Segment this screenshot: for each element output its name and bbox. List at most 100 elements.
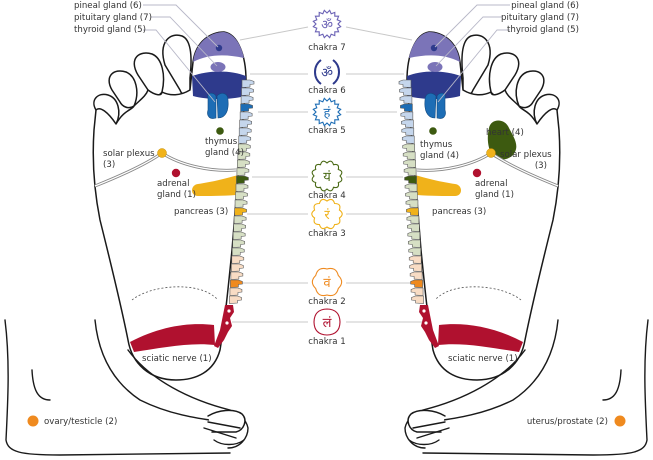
left-toes-side [207,409,246,433]
left-thyroid-leader [143,29,216,103]
chakra-6-glyph: ॐ [321,66,333,81]
right-vertebra [403,167,417,176]
right-vertebra [407,223,420,232]
left-vertebra [234,207,247,216]
left-sacral-foramen [227,309,231,313]
right-vertebra [401,119,414,128]
right-uterus-point [614,415,626,427]
left-vertebra [234,199,248,208]
chakra-3-glyph: रं [324,208,330,223]
left-ovary-label: ovary/testicle (2) [44,417,117,427]
left-vertebra [229,287,243,296]
left-vertebra [237,151,251,160]
left-vertebra [231,255,245,264]
chakra-3-label: chakra 3 [308,229,345,239]
right-toe-3 [488,52,520,97]
left-solar-label-2: (3) [103,160,115,170]
right-pituitary-point [427,62,443,72]
right-vertebra [408,255,422,264]
right-adrenal-point [472,168,482,178]
left-heel-dashed-arc [131,286,219,301]
left-ovary-point [27,415,39,427]
chakra-2-label: chakra 2 [308,297,345,307]
left-foot-side [27,349,249,449]
left-vertebra [236,175,249,184]
right-vertebra [404,183,418,192]
right-pituitary-label: pituitary gland (7) [501,13,579,23]
left-vertebra [232,239,246,248]
right-thymus-label-1: thymus [420,140,453,150]
right-adrenal-label-2: gland (1) [475,190,514,200]
left-adrenal-label-1: adrenal [157,179,189,189]
right-vertebra [411,295,424,304]
left-sacral-foramen [225,321,229,325]
left-pituitary-label: pituitary gland (7) [74,13,152,23]
left-pineal-leader [143,4,219,48]
right-sacral-foramen [422,309,426,313]
chakra-6-label: chakra 6 [308,86,345,96]
right-vertebra [406,215,420,224]
left-pituitary-point [210,62,226,72]
left-vertebra [241,79,255,88]
chakra-5-icon: हंchakra 5 [308,97,346,136]
right-uterus-label: uterus/prostate (2) [527,417,608,427]
left-vertebra [237,143,251,152]
left-sciatic-band [130,324,215,352]
left-ankle-bone [31,369,51,401]
left-labels: pineal gland (6) pituitary gland (7) thy… [44,1,244,427]
right-sciatic-label: sciatic nerve (1) [448,354,518,364]
left-thyroid-left-lobe [207,92,217,119]
left-vertebra [229,295,242,304]
right-solar-label-2: (3) [535,161,547,171]
chakra-2-icon: वंchakra 2 [308,267,346,307]
left-vertebra [232,231,246,240]
right-sciatic-band [438,324,523,352]
left-vertebra [240,95,254,104]
left-vertebra [236,167,250,176]
left-spine [214,79,255,348]
left-sciatic-label: sciatic nerve (1) [142,354,212,364]
right-solar-label-1: solar plexus [500,150,552,160]
right-vertebra [402,143,416,152]
right-vertebra [398,79,412,88]
right-vertebra [410,287,424,296]
left-sacrum [214,305,234,348]
right-labels: pineal gland (6) pituitary gland (7) thy… [420,1,608,427]
chakra-5-frame [312,97,342,127]
leader-chakra7-right [345,26,413,41]
chakra-7-label: chakra 7 [308,43,345,53]
right-vertebra [406,207,419,216]
right-vertebra [408,247,422,256]
left-ankle-outline [4,319,231,456]
right-vertebra [400,103,413,112]
chakra-4-frame [311,160,343,192]
right-vertebra [401,127,415,136]
right-vertebra [399,95,413,104]
left-pituitary-band [192,71,246,99]
chakra-leader-lines [232,26,422,323]
left-thymus-label-1: thymus [205,137,238,147]
left-pineal-label: pineal gland (6) [74,1,142,11]
left-vertebra [235,191,248,200]
right-sacrum [419,305,439,348]
left-vertebra [230,279,243,288]
right-vertebra [402,151,416,160]
left-vertebra [237,159,250,168]
left-vertebra [239,111,253,120]
left-toe-3 [133,52,165,97]
left-vertebra [240,103,253,112]
right-vertebra [399,87,412,96]
left-adrenal-label-2: gland (1) [157,190,196,200]
left-solar-plexus-point [157,148,167,158]
right-heart-zone [487,120,517,160]
right-vertebra [400,111,414,120]
right-foot [404,4,649,456]
left-pancreas-zone [192,175,238,196]
right-vertebra [404,175,417,184]
right-pituitary-band [407,71,461,99]
left-adrenal-point [171,168,181,178]
right-vertebra [407,239,421,248]
right-solar-plexus-point [486,148,496,158]
